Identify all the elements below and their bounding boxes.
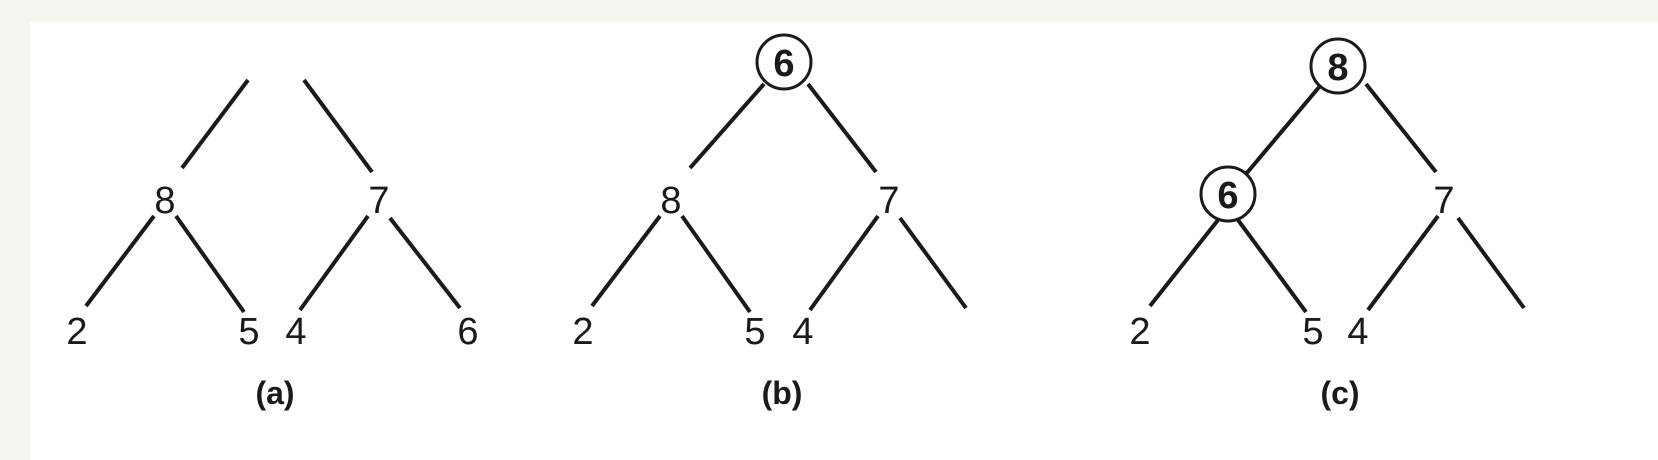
tree-c-root-circle — [1309, 37, 1367, 95]
edge-a-8-2 — [84, 214, 156, 308]
edge-b-8-2 — [590, 214, 662, 308]
tree-c-node-2: 2 — [1129, 311, 1150, 353]
tree-c-node-8: 8 — [1327, 47, 1348, 89]
tree-c-node-7: 7 — [1433, 180, 1454, 222]
edge-c-7-empty — [1456, 216, 1526, 310]
tree-a-node-4: 4 — [285, 311, 306, 353]
tree-a-node-2: 2 — [66, 311, 87, 353]
edge-c-8-6 — [1244, 84, 1322, 176]
tree-c-node-5: 5 — [1302, 311, 1323, 353]
edge-b-6-7 — [806, 82, 878, 174]
edge-b-8-5 — [680, 214, 752, 314]
tree-c-node-6: 6 — [1217, 175, 1238, 217]
tree-c: 8 6 7 2 5 4 (c) — [1129, 37, 1526, 411]
edge-c-7-4 — [1366, 214, 1440, 312]
tree-a-node-8: 8 — [154, 180, 175, 222]
edge-c-6-2 — [1148, 218, 1220, 308]
tree-c-left-circle — [1199, 165, 1257, 223]
tree-b-node-5: 5 — [744, 311, 765, 353]
caption-b: (b) — [762, 375, 803, 411]
edge-c-6-5 — [1236, 218, 1308, 314]
tree-a-node-6: 6 — [457, 311, 478, 353]
tree-b-node-6: 6 — [773, 43, 794, 85]
edge-a-8-5 — [174, 214, 246, 314]
edge-a-root-right — [302, 78, 374, 174]
tree-a-node-7: 7 — [368, 180, 389, 222]
edge-b-6-8 — [688, 82, 766, 170]
tree-b-node-4: 4 — [792, 311, 813, 353]
tree-a-node-5: 5 — [238, 311, 259, 353]
edge-c-8-7 — [1364, 82, 1438, 174]
tree-b-node-8: 8 — [660, 180, 681, 222]
caption-c: (c) — [1320, 375, 1359, 411]
edge-a-root-left — [180, 78, 250, 170]
tree-b: 6 8 7 2 5 4 (b) — [572, 33, 968, 411]
diagram-canvas: 8 7 2 5 4 6 (a) 6 8 7 2 5 4 (b) 8 6 — [30, 22, 1658, 460]
tree-c-node-4: 4 — [1347, 311, 1368, 353]
tree-b-node-7: 7 — [878, 180, 899, 222]
tree-b-root-circle — [755, 33, 813, 91]
edge-b-7-empty — [898, 216, 968, 310]
tree-b-node-2: 2 — [572, 311, 593, 353]
heap-diagrams: 8 7 2 5 4 6 (a) 6 8 7 2 5 4 (b) 8 6 — [66, 33, 1526, 411]
edge-a-7-4 — [298, 214, 370, 312]
edge-a-7-6 — [388, 216, 462, 310]
tree-a: 8 7 2 5 4 6 (a) — [66, 78, 479, 411]
edge-b-7-4 — [808, 214, 880, 312]
caption-a: (a) — [255, 375, 294, 411]
